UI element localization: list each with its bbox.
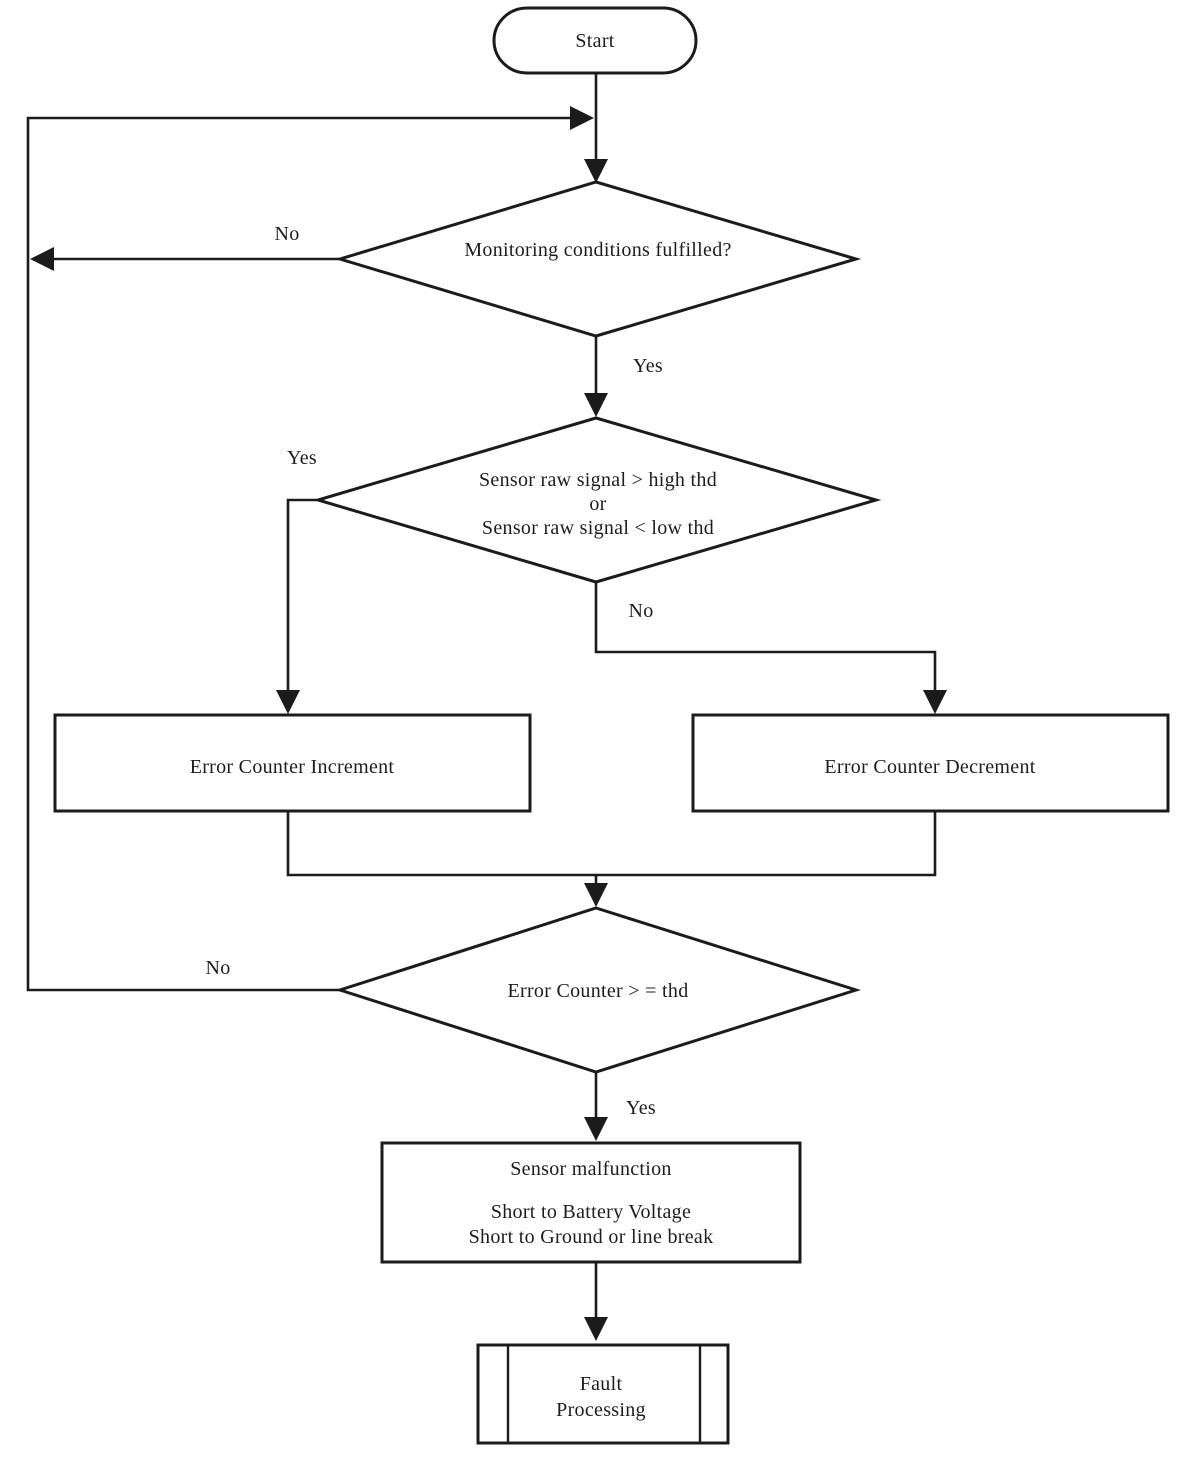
process-decrement-label: Error Counter Decrement — [824, 756, 1035, 778]
start-label: Start — [575, 30, 614, 52]
connector-merge-right — [596, 810, 937, 877]
arrowhead-down-icon — [584, 1317, 608, 1341]
decision-sensor-signal — [312, 416, 882, 584]
start-node — [492, 6, 698, 75]
decision-monitoring-conditions — [334, 180, 862, 338]
arrowhead-down-icon — [276, 690, 300, 714]
label-counter-no: No — [205, 957, 230, 979]
label-counter-yes: Yes — [626, 1097, 656, 1119]
label-signal-no: No — [628, 600, 653, 622]
connector-counter-no-loop — [26, 116, 570, 992]
fault-text-line1: Fault — [580, 1373, 623, 1395]
subroutine-fault-processing — [476, 1343, 730, 1445]
malfunction-text-line2: Short to Battery Voltage — [491, 1201, 691, 1223]
arrowhead-down-icon — [584, 883, 608, 907]
fault-text-line2: Processing — [556, 1399, 646, 1421]
connector-merge-left — [286, 810, 596, 877]
connector-signal-yes — [286, 498, 318, 708]
arrowhead-down-icon — [584, 393, 608, 417]
arrowhead-down-icon — [923, 690, 947, 714]
process-increment-label: Error Counter Increment — [190, 756, 395, 778]
decision-signal-text-line3: Sensor raw signal < low thd — [482, 517, 714, 539]
decision-counter-text: Error Counter > = thd — [507, 980, 688, 1002]
malfunction-text-line1: Sensor malfunction — [510, 1158, 671, 1180]
process-error-counter-decrement — [691, 713, 1170, 813]
label-signal-yes: Yes — [287, 447, 317, 469]
malfunction-text-line3: Short to Ground or line break — [469, 1226, 714, 1248]
decision-signal-text-line1: Sensor raw signal > high thd — [479, 469, 717, 491]
decision-monitoring-text: Monitoring conditions fulfilled? — [464, 239, 731, 261]
decision-signal-text-line2: or — [589, 493, 606, 515]
arrowhead-right-icon — [570, 106, 594, 130]
arrowhead-down-icon — [584, 159, 608, 183]
decision-error-counter-threshold — [335, 906, 861, 1074]
label-monitoring-yes: Yes — [633, 355, 663, 377]
arrowhead-down-icon — [584, 1117, 608, 1141]
connector-signal-no — [594, 582, 937, 708]
arrowhead-left-icon — [30, 247, 54, 271]
label-monitoring-no: No — [274, 223, 299, 245]
process-error-counter-increment — [53, 713, 532, 813]
process-sensor-malfunction — [380, 1141, 802, 1264]
